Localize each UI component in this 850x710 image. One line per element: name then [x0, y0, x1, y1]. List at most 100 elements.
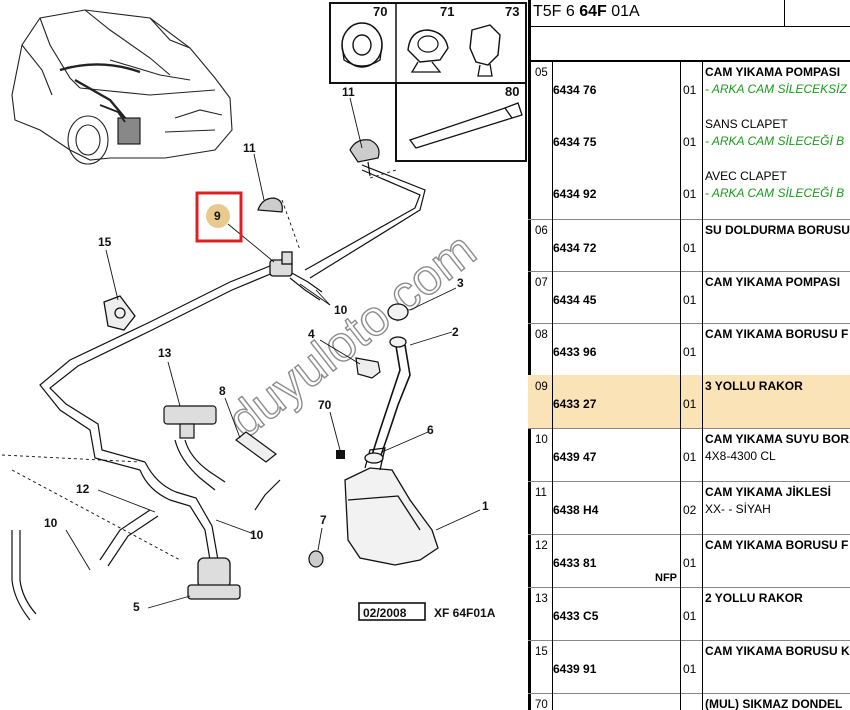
leader-lines: [1, 97, 481, 609]
quantity: 01: [683, 83, 697, 97]
quantity: 01: [683, 662, 697, 676]
quantity: 01: [683, 293, 697, 307]
washer-hoses: [39, 164, 426, 579]
part-number: 6434 76: [553, 83, 597, 97]
washer-pump: [187, 557, 241, 600]
callout-9: 9: [214, 209, 221, 223]
row-index: 70: [535, 699, 548, 710]
description: CAM YIKAMA BORUSU K: [705, 640, 850, 693]
quantity: 01: [683, 556, 697, 570]
description-line: AVEC CLAPET: [705, 169, 787, 183]
description-line: CAM YIKAMA BORUSU F: [705, 327, 849, 341]
description: 2 YOLLU RAKOR: [705, 587, 850, 640]
callout-8: 8: [219, 384, 226, 398]
hose-section-8: [235, 431, 277, 463]
part-numbers: 6433 27: [553, 377, 708, 430]
quantity: 02: [683, 503, 697, 517]
quantity: 01: [683, 241, 697, 255]
inset-fasteners: [329, 2, 527, 162]
callout-12: 12: [76, 482, 90, 496]
pump-grommet: [308, 550, 324, 568]
watermark: duyuloto.com: [217, 221, 487, 450]
two-way-connector: [163, 405, 217, 439]
description: CAM YIKAMA BORUSU F: [705, 323, 850, 375]
description-line: - ARKA CAM SİLECEKSİZ: [705, 82, 847, 96]
quantities: [683, 693, 703, 710]
callout-71: 71: [440, 4, 454, 19]
callout-13: 13: [158, 346, 172, 360]
callout-6: 6: [427, 423, 434, 437]
table-header: [528, 26, 850, 62]
description-line: - ARKA CAM SİLECEĞİ B: [705, 186, 845, 200]
description-line: CAM YIKAMA BORUSU K: [705, 644, 850, 658]
table-row[interactable]: 70 (MUL) SIKMAZ DONDEL: [528, 693, 850, 710]
description-line: - ARKA CAM SİLECEĞİ B: [705, 134, 845, 148]
hose-clip: [103, 295, 136, 331]
date-stamp: 02/2008: [363, 606, 407, 620]
callout-4: 4: [308, 327, 315, 341]
quantities: 01: [683, 640, 703, 693]
row-index: 05: [535, 67, 548, 79]
callout-10-left: 10: [44, 516, 58, 530]
description: (MUL) SIKMAZ DONDEL: [705, 693, 850, 710]
fastener-70: [336, 450, 345, 459]
part-number: 6433 96: [553, 345, 597, 359]
col-divider-2: [680, 60, 681, 710]
table-title-bar: T5F 6 64F 01A: [528, 0, 850, 27]
callout-70-inset: 70: [373, 4, 387, 19]
col-divider-1: [552, 60, 553, 710]
quantity: 01: [683, 609, 697, 623]
callout-1: 1: [482, 499, 489, 513]
part-number: 6434 92: [553, 187, 597, 201]
quantity: 01: [683, 397, 697, 411]
callout-15: 15: [98, 235, 112, 249]
row-index: 12: [535, 540, 548, 552]
row-index: 07: [535, 277, 548, 289]
table-row[interactable]: 07 6434 45 01 CAM YIKAMA POMPASI: [528, 271, 850, 324]
title-code: 64F: [579, 3, 607, 20]
callout-11: 11: [243, 141, 256, 155]
description-line: 2 YOLLU RAKOR: [705, 591, 803, 605]
part-numbers: 6433 96: [553, 325, 708, 377]
callout-7: 7: [320, 513, 327, 527]
description-line: 4X8-4300 CL: [705, 449, 776, 463]
highlight-box: [195, 191, 243, 243]
description: 3 YOLLU RAKOR: [705, 375, 850, 428]
row-index: 11: [535, 487, 547, 499]
quantity: 01: [683, 450, 697, 464]
car-illustration: [11, 9, 233, 165]
hose-12: [11, 530, 37, 621]
description-line: SANS CLAPET: [705, 117, 788, 131]
description-line: CAM YIKAMA BORUSU F: [705, 538, 849, 552]
quantity: 01: [683, 187, 697, 201]
quantities: 01: [683, 323, 703, 375]
title-prefix: T5F 6: [533, 3, 580, 20]
title-suffix: 01A: [606, 3, 640, 20]
quantities: 01: [683, 587, 703, 640]
svg-text:duyuloto.com: duyuloto.com: [217, 221, 486, 448]
row-index: 09: [535, 381, 548, 393]
part-numbers: 6433 81: [553, 536, 708, 589]
callout-3: 3: [457, 276, 464, 290]
part-number: 6434 45: [553, 293, 597, 307]
callout-80: 80: [505, 84, 519, 99]
description-line: XX- - SİYAH: [705, 502, 771, 516]
description-line: CAM YIKAMA POMPASI: [705, 275, 841, 289]
row-index: 13: [535, 593, 548, 605]
callout-5: 5: [133, 600, 140, 614]
